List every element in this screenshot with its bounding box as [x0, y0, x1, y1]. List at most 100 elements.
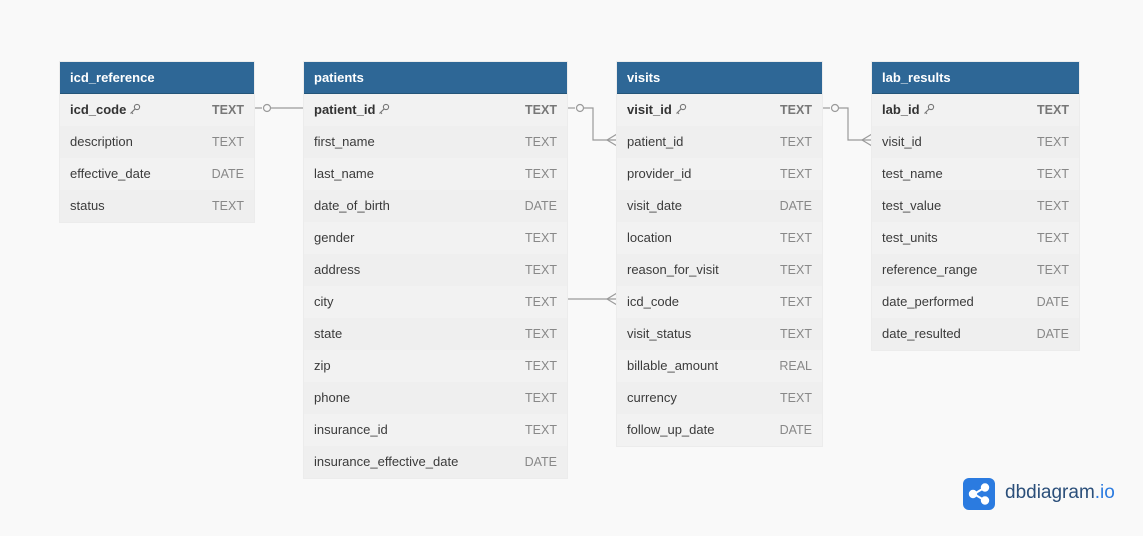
column-type: TEXT — [525, 391, 557, 405]
column-row[interactable]: visit_date DATE — [617, 190, 822, 222]
column-name: patient_id — [627, 126, 683, 158]
column-type: TEXT — [212, 135, 244, 149]
column-name: test_value — [882, 190, 941, 222]
column-name: date_of_birth — [314, 190, 390, 222]
column-name-text: visit_status — [627, 326, 692, 341]
column-row[interactable]: date_performed DATE — [872, 286, 1079, 318]
column-name: date_performed — [882, 286, 974, 318]
brand-name-main: dbdiagram — [1005, 482, 1095, 503]
column-name-text: visit_date — [627, 198, 682, 213]
column-type: DATE — [524, 199, 557, 213]
column-type: DATE — [524, 455, 557, 469]
column-row[interactable]: state TEXT — [304, 318, 567, 350]
column-row[interactable]: patient_id TEXT — [617, 126, 822, 158]
column-row[interactable]: insurance_effective_date DATE — [304, 446, 567, 478]
column-type: TEXT — [780, 103, 812, 117]
table-header[interactable]: visits — [617, 62, 822, 94]
column-name: test_units — [882, 222, 938, 254]
column-type: TEXT — [780, 327, 812, 341]
column-type: TEXT — [780, 135, 812, 149]
column-name-text: address — [314, 262, 361, 277]
column-name: city — [314, 286, 334, 318]
column-row[interactable]: first_name TEXT — [304, 126, 567, 158]
column-type: TEXT — [525, 135, 557, 149]
column-type: DATE — [779, 423, 812, 437]
column-type: TEXT — [525, 103, 557, 117]
column-row[interactable]: lab_id TEXT — [872, 94, 1079, 126]
column-type: DATE — [779, 199, 812, 213]
column-row[interactable]: date_of_birth DATE — [304, 190, 567, 222]
column-name: phone — [314, 382, 350, 414]
column-type: TEXT — [1037, 167, 1069, 181]
column-name: visit_date — [627, 190, 682, 222]
column-name-text: insurance_id — [314, 422, 388, 437]
table-header[interactable]: icd_reference — [60, 62, 254, 94]
column-name: icd_code — [70, 94, 141, 126]
column-type: DATE — [1036, 295, 1069, 309]
table-header[interactable]: lab_results — [872, 62, 1079, 94]
column-name-text: follow_up_date — [627, 422, 715, 437]
column-row[interactable]: icd_code TEXT — [60, 94, 254, 126]
column-name-text: status — [70, 198, 105, 213]
column-type: TEXT — [525, 327, 557, 341]
column-name: state — [314, 318, 342, 350]
column-type: TEXT — [212, 199, 244, 213]
column-name-text: phone — [314, 390, 351, 405]
share-nodes-icon — [963, 478, 995, 510]
column-row[interactable]: billable_amount REAL — [617, 350, 822, 382]
key-icon — [675, 103, 686, 115]
column-name: location — [627, 222, 672, 254]
column-row[interactable]: visit_status TEXT — [617, 318, 822, 350]
column-row[interactable]: status TEXT — [60, 190, 254, 222]
column-type: TEXT — [1037, 199, 1069, 213]
column-name-text: first_name — [314, 134, 375, 149]
column-row[interactable]: phone TEXT — [304, 382, 567, 414]
column-name: effective_date — [70, 158, 151, 190]
column-type: TEXT — [212, 103, 244, 117]
column-name-text: visit_id — [627, 102, 672, 117]
column-name: visit_id — [627, 94, 687, 126]
column-name-text: lab_id — [882, 102, 920, 117]
relation-city-icd — [567, 292, 618, 306]
column-name: reason_for_visit — [627, 254, 719, 286]
column-type: REAL — [779, 359, 812, 373]
column-row[interactable]: follow_up_date DATE — [617, 414, 822, 446]
column-type: TEXT — [1037, 103, 1069, 117]
column-name-text: billable_amount — [627, 358, 719, 373]
column-name: status — [70, 190, 105, 222]
column-row[interactable]: visit_id TEXT — [617, 94, 822, 126]
column-type: TEXT — [525, 167, 557, 181]
column-name: visit_id — [882, 126, 922, 158]
column-name-text: provider_id — [627, 166, 692, 181]
table-header[interactable]: patients — [304, 62, 567, 94]
column-name-text: date_resulted — [882, 326, 961, 341]
column-name: insurance_effective_date — [314, 446, 458, 478]
column-name: currency — [627, 382, 677, 414]
column-row[interactable]: test_value TEXT — [872, 190, 1079, 222]
column-name: description — [70, 126, 133, 158]
column-row[interactable]: description TEXT — [60, 126, 254, 158]
